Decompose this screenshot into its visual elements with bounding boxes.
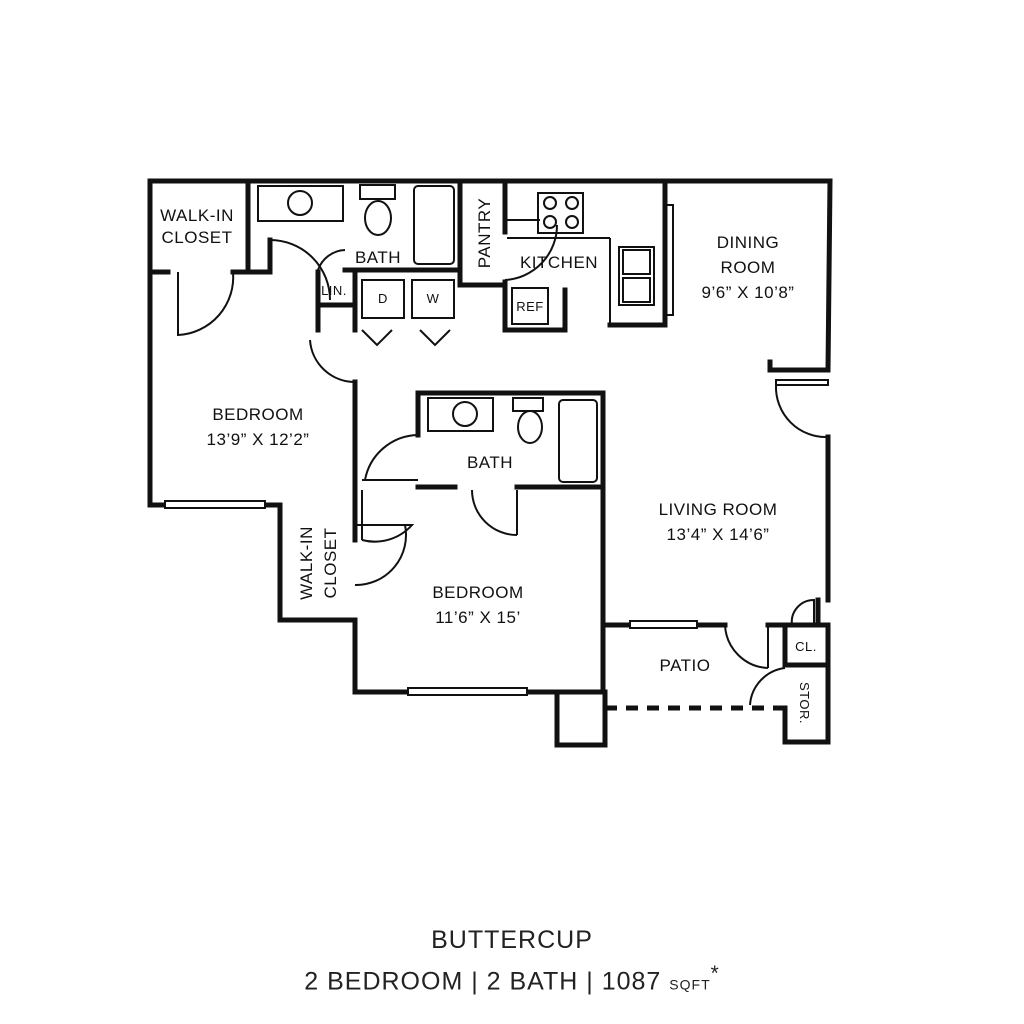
asterisk: * <box>710 962 720 985</box>
refrigerator-label: REF <box>516 299 544 314</box>
dining-room-label: DINING <box>717 233 780 252</box>
walkin-closet-1-label: CLOSET <box>161 228 232 247</box>
plan-name: BUTTERCUP <box>431 926 593 954</box>
washer-label: W <box>427 291 440 306</box>
living-room-size: 13’4” X 14’6” <box>667 525 770 544</box>
pantry-label: PANTRY <box>475 198 494 268</box>
bedroom-1-label: BEDROOM <box>212 405 303 424</box>
walkin-closet-2-label: WALK-IN <box>297 526 316 600</box>
dining-room-label: ROOM <box>721 258 776 277</box>
dining-room-size: 9’6” X 10’8” <box>702 283 795 302</box>
bath-1-label: BATH <box>355 248 401 267</box>
living-room-label: LIVING ROOM <box>659 500 778 519</box>
patio-label: PATIO <box>660 656 711 675</box>
kitchen-label: KITCHEN <box>520 253 598 272</box>
linen-label: LIN. <box>321 283 347 298</box>
bedroom-2-size: 11’6” X 15’ <box>435 608 521 627</box>
unit-label: SQFT <box>669 976 711 993</box>
bedroom-2-label: BEDROOM <box>432 583 523 602</box>
walkin-closet-2-label: CLOSET <box>321 527 340 598</box>
bedroom-1-size: 13’9” X 12’2” <box>207 430 310 449</box>
dryer-label: D <box>378 291 388 306</box>
plan-summary: 2 BEDROOM | 2 BATH | 1087 SQFT* <box>0 962 1024 996</box>
bath-2-label: BATH <box>467 453 513 472</box>
storage-label: STOR. <box>797 682 812 724</box>
summary-text: 2 BEDROOM | 2 BATH | 1087 <box>304 967 662 996</box>
walkin-closet-1-label: WALK-IN <box>160 206 234 225</box>
walls <box>147 178 833 748</box>
closet-label: CL. <box>795 639 817 654</box>
